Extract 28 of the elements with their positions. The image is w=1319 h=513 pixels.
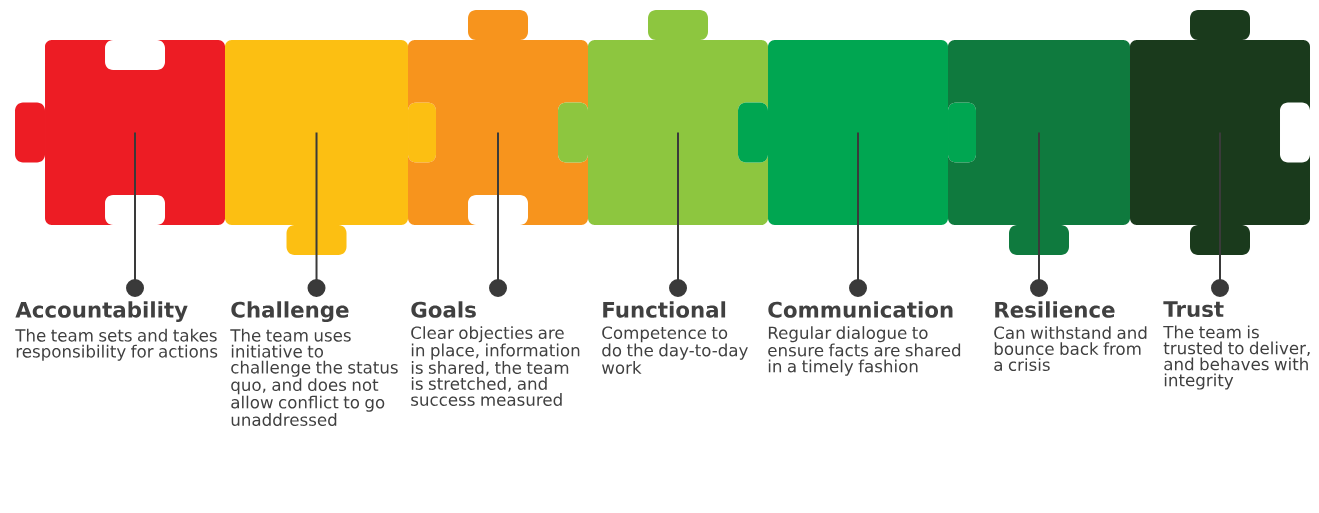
leader-line: [307, 131, 326, 297]
puzzle-piece: [225, 40, 436, 255]
leader-line: [489, 131, 507, 297]
leader-line: [669, 131, 687, 297]
description: Clear objecties are in place, information is shared, the team is stretched, and success measured: [411, 326, 580, 406]
heading: Goals: [411, 301, 476, 318]
puzzle-piece: [738, 40, 976, 225]
leader-line: [1030, 131, 1048, 297]
description: Competence to do the day-to-day work: [601, 326, 748, 374]
heading: Challenge: [231, 301, 349, 323]
description: Can withstand and bounce back from a crisis: [994, 326, 1147, 372]
heading: Communication: [768, 301, 953, 318]
puzzle-piece: [1130, 10, 1310, 255]
puzzle-piece: [15, 40, 225, 225]
description: Regular dialogue to ensure facts are shared in a timely fashion: [768, 326, 961, 376]
description: The team sets and takes responsibility for actions: [15, 328, 218, 361]
heading: Trust: [1163, 301, 1224, 318]
heading: Accountability: [15, 301, 188, 323]
puzzle-piece: [408, 10, 588, 225]
puzzle-piece: [948, 40, 1130, 255]
puzzle-piece: [558, 10, 768, 225]
leader-line: [1211, 131, 1229, 297]
description: The team is trusted to deliver, and behaves with integrity: [1163, 325, 1310, 390]
leader-line: [126, 131, 144, 297]
heading: Functional: [603, 301, 726, 318]
leader-line: [849, 131, 867, 297]
heading: Resilience: [995, 301, 1115, 318]
description: The team uses initiative to challenge the status quo, and does not allow conflict to go unaddressed: [230, 328, 398, 426]
